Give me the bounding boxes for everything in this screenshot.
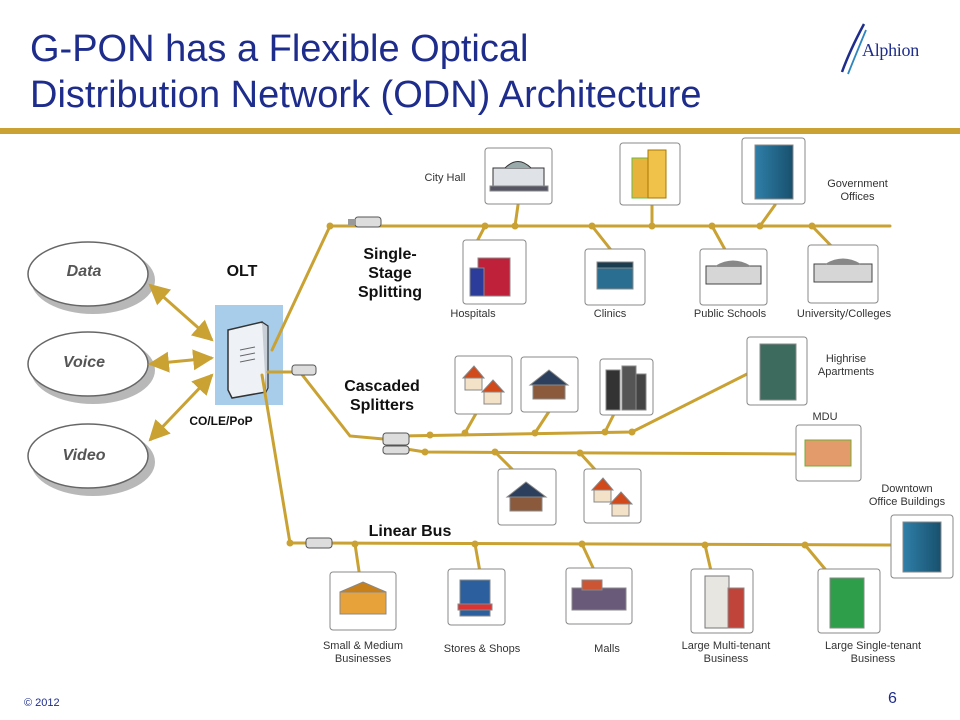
- university-label: University/Colleges: [796, 308, 892, 320]
- single-stage-label: Single- Stage Splitting: [358, 246, 422, 301]
- public-schools-icon: [699, 248, 768, 306]
- small-medium-label: Small & Medium Businesses: [322, 640, 404, 665]
- hospitals-label: Hospitals: [450, 308, 496, 320]
- university-icon: [807, 244, 879, 304]
- clinics-label: Clinics: [593, 308, 627, 320]
- malls-icon: [565, 567, 633, 625]
- house-icon-1: [454, 355, 513, 415]
- co-le-pop-label: CO/LE/PoP: [189, 414, 253, 428]
- title-line-1: G-PON has a Flexible Optical: [30, 28, 529, 70]
- alphion-swoosh-icon: [840, 23, 867, 75]
- mdu-label: MDU: [812, 411, 838, 423]
- government-tower-icon: [619, 142, 681, 206]
- data-olt-arrow: [148, 283, 214, 342]
- clinics-icon: [584, 248, 646, 306]
- malls-label: Malls: [594, 643, 620, 655]
- apartment-icon: [599, 358, 654, 416]
- cascade-lower-fiber: [398, 446, 802, 456]
- house-icon-2: [520, 356, 579, 413]
- data-service-label: Data: [66, 263, 102, 280]
- large-single-tenant-icon: [817, 568, 881, 634]
- city-hall-label: City Hall: [424, 172, 466, 184]
- public-schools-label: Public Schools: [693, 308, 767, 320]
- single-tenant-label: Large Single-tenant Business: [824, 640, 921, 665]
- stores-shops-icon: [447, 568, 506, 626]
- alphion-logo: Alphion: [836, 20, 946, 80]
- downtown-office-icon: [890, 514, 954, 579]
- olt-label: OLT: [226, 263, 258, 280]
- stores-shops-label: Stores & Shops: [443, 643, 521, 655]
- downtown-label: Downtown Office Buildings: [868, 483, 946, 508]
- data-cloud-icon: [27, 241, 155, 314]
- voice-service-label: Voice: [62, 354, 106, 371]
- single-stage-splitter-icon: [348, 216, 382, 228]
- linear-bus-fiber: [260, 373, 892, 547]
- cascaded-splitter-icon: [382, 432, 410, 455]
- cascade-connector-icon: [291, 364, 317, 376]
- small-medium-business-icon: [329, 571, 397, 631]
- highrise-label: Highrise Apartments: [817, 353, 875, 378]
- government-offices-label: Government Offices: [827, 178, 888, 203]
- video-service-label: Video: [62, 447, 106, 464]
- video-cloud-icon: [27, 423, 155, 496]
- linear-bus-label: Linear Bus: [368, 523, 452, 540]
- logo-text: Alphion: [862, 40, 919, 60]
- city-hall-icon: [484, 147, 553, 205]
- linear-bus-connector-icon: [305, 537, 333, 549]
- page-number: 6: [888, 690, 897, 707]
- mdu-icon: [795, 424, 862, 482]
- voice-cloud-icon: [27, 331, 155, 404]
- house-icon-4: [583, 468, 642, 524]
- video-olt-arrow: [148, 373, 214, 442]
- house-icon-3: [497, 468, 557, 526]
- multi-tenant-label: Large Multi-tenant Business: [681, 640, 771, 665]
- olt-device-icon: [215, 305, 283, 405]
- highrise-apartments-icon: [746, 336, 808, 406]
- slide-title: G-PON has a Flexible Optical Distributio…: [30, 26, 830, 118]
- title-rule: [0, 128, 960, 134]
- cascaded-feeder-fiber: [266, 370, 397, 442]
- voice-olt-arrow: [147, 349, 215, 373]
- large-multi-tenant-icon: [690, 568, 754, 634]
- title-line-2: Distribution Network (ODN) Architecture: [30, 74, 702, 116]
- copyright: © 2012: [24, 697, 60, 709]
- cascaded-splitters-label: Cascaded Splitters: [344, 378, 420, 414]
- government-offices-icon: [741, 137, 806, 205]
- hospitals-icon: [462, 239, 527, 305]
